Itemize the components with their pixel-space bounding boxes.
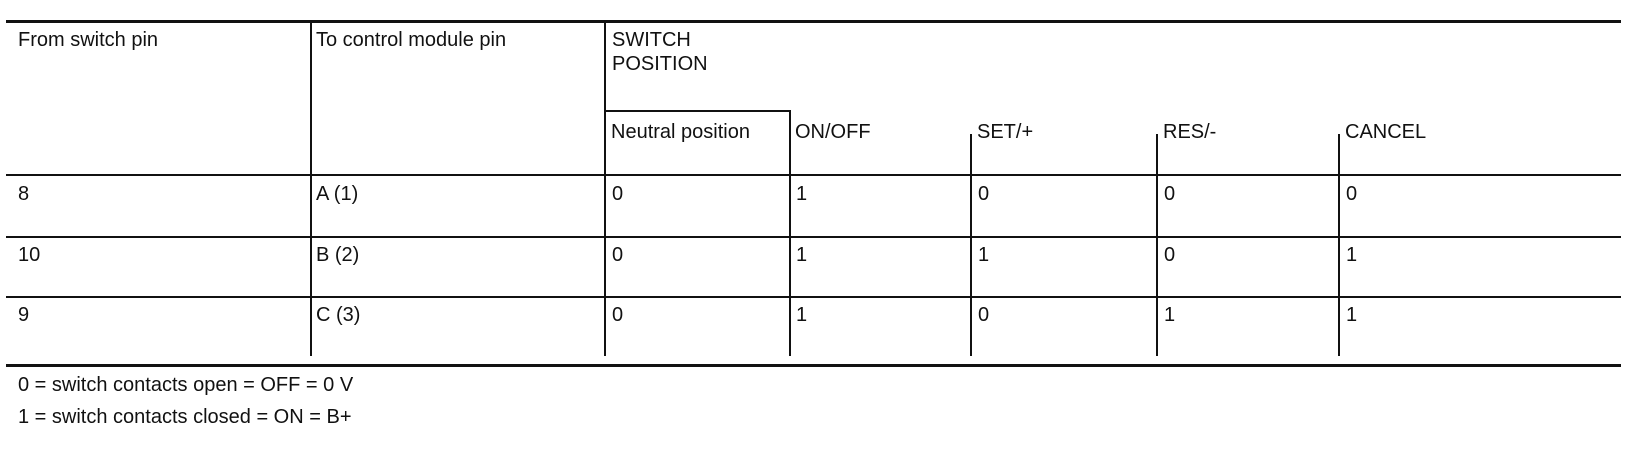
row-2-res-value: 0 xyxy=(1164,244,1176,266)
row-2-on-off-value: 1 xyxy=(796,244,808,266)
row-3-set-value: 0 xyxy=(978,304,990,326)
legend-line-on: 1 = switch contacts closed = ON = B+ xyxy=(18,406,352,428)
row-1-neutral-value: 0 xyxy=(612,183,624,205)
header-set-plus: SET/+ xyxy=(977,121,1034,143)
column-rule-6 xyxy=(1338,134,1340,356)
row-2-to-pin: B (2) xyxy=(316,244,360,266)
legend-line-off: 0 = switch contacts open = OFF = 0 V xyxy=(18,374,354,396)
row-2-neutral-value: 0 xyxy=(612,244,624,266)
header-on-off: ON/OFF xyxy=(795,121,871,143)
row-1-res-value: 0 xyxy=(1164,183,1176,205)
column-rule-2 xyxy=(604,22,606,356)
row-1-cancel-value: 0 xyxy=(1346,183,1358,205)
table-bottom-rule xyxy=(6,364,1621,367)
row-3-res-value: 1 xyxy=(1164,304,1176,326)
row-2-bottom-rule xyxy=(6,296,1621,298)
row-3-from-pin: 9 xyxy=(18,304,30,326)
row-3-to-pin: C (3) xyxy=(316,304,361,326)
row-3-cancel-value: 1 xyxy=(1346,304,1358,326)
column-rule-4 xyxy=(970,134,972,356)
switch-position-table-document: From switch pin To control module pin SW… xyxy=(6,0,1621,476)
header-bottom-rule xyxy=(6,174,1621,176)
row-1-to-pin: A (1) xyxy=(316,183,359,205)
column-rule-5 xyxy=(1156,134,1158,356)
row-2-cancel-value: 1 xyxy=(1346,244,1358,266)
table-top-rule xyxy=(6,20,1621,23)
row-3-on-off-value: 1 xyxy=(796,304,808,326)
row-1-on-off-value: 1 xyxy=(796,183,808,205)
header-cancel: CANCEL xyxy=(1345,121,1427,143)
column-rule-3 xyxy=(789,176,791,356)
row-1-from-pin: 8 xyxy=(18,183,30,205)
header-neutral-position: Neutral position xyxy=(611,121,750,143)
header-switch-position: SWITCH POSITION xyxy=(612,29,708,75)
header-from-switch-pin: From switch pin xyxy=(18,29,159,51)
header-to-control-module-pin: To control module pin xyxy=(316,29,507,51)
header-res-minus: RES/- xyxy=(1163,121,1217,143)
subheader-box-right-rule xyxy=(789,110,791,176)
row-3-neutral-value: 0 xyxy=(612,304,624,326)
row-1-bottom-rule xyxy=(6,236,1621,238)
subheader-box-top-rule xyxy=(604,110,790,112)
column-rule-1 xyxy=(310,22,312,356)
row-1-set-value: 0 xyxy=(978,183,990,205)
row-2-from-pin: 10 xyxy=(18,244,41,266)
row-2-set-value: 1 xyxy=(978,244,990,266)
